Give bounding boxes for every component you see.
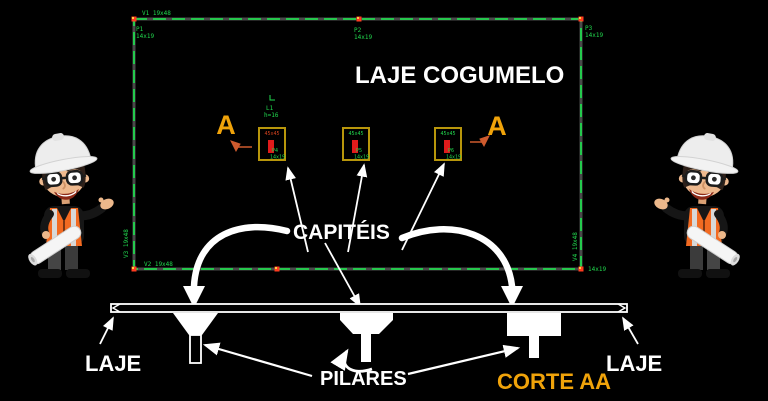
- engineer-mascot-left-illustration: [23, 127, 115, 278]
- slab-outline-dashed: [133, 18, 582, 270]
- cut-marker-right-arrow: [479, 135, 490, 148]
- curved-arrow-right: [398, 226, 516, 290]
- slab-note-l1: L1: [266, 105, 274, 112]
- cad-annotations: V1 19x48 P1 14x19 P2 14x19 P3 14x19 V3 1…: [123, 10, 606, 273]
- diagram-title: LAJE COGUMELO: [355, 62, 564, 89]
- slab-note-tick: [269, 95, 275, 101]
- slab-end-tick-left: [111, 303, 121, 313]
- laje-right-arrow: [622, 316, 639, 345]
- capital-3-size: 45x45: [440, 131, 455, 137]
- section-label: CORTE AA: [497, 369, 611, 394]
- section-column-left: [189, 334, 202, 364]
- column-1-section: [268, 140, 274, 153]
- plan-view: V1 19x48 P1 14x19 P2 14x19 P3 14x19 V3 1…: [123, 10, 606, 273]
- section-letter-right: A: [487, 111, 507, 141]
- column-3-dim: 14x19: [446, 155, 461, 161]
- capital-1-outline: [258, 127, 286, 161]
- engineer-mascot-right-illustration: [653, 127, 745, 278]
- annotation-arrows: [183, 162, 523, 308]
- column-3-name: P6: [448, 148, 454, 154]
- section-capital-right: [507, 313, 561, 336]
- curved-arrow-right-head: [501, 286, 523, 308]
- pilares-right-arrow: [407, 344, 521, 376]
- column-p1-label: P1: [136, 26, 144, 33]
- beam-bottom-label: V2 19x48: [144, 261, 173, 268]
- beam-right-label: V4 19x48: [572, 232, 579, 261]
- slab-end-tick-right: [617, 303, 627, 313]
- column-p3-label: P3: [585, 25, 593, 32]
- column-p2-dim: 14x19: [354, 34, 372, 41]
- beam-left-label: V3 19x48: [123, 229, 130, 258]
- column-2-dim: 14x19: [354, 155, 369, 161]
- section-cut-markers: [230, 135, 490, 153]
- capital-1: 45x45 P4 14x19: [258, 127, 286, 161]
- section-letter-left: A: [216, 110, 236, 140]
- curved-arrow-left: [190, 223, 291, 290]
- column-p2-label: P2: [354, 27, 362, 34]
- capital-1-size: 45x45: [264, 131, 279, 137]
- slab-section-bar: [110, 303, 628, 313]
- laje-left-arrow: [99, 316, 114, 345]
- pilares-left-arrow: [202, 342, 313, 378]
- section-capital-middle: [340, 313, 393, 334]
- beam-top-label: V1 19x48: [142, 10, 171, 17]
- section-capital-left: [173, 313, 218, 335]
- cut-marker-left-arrow: [230, 140, 241, 153]
- slab-label-right: LAJE: [606, 351, 662, 376]
- section-column-middle: [361, 334, 371, 362]
- arrow-to-capital-1: [285, 166, 309, 253]
- column-1-dim: 14x19: [270, 155, 285, 161]
- slab-note-h: h=16: [264, 112, 279, 119]
- capital-2: 45x45 P5 14x19: [342, 127, 370, 161]
- section-column-right: [529, 336, 539, 358]
- column-2-name: P5: [356, 148, 362, 154]
- columns-label: PILARES: [320, 368, 407, 390]
- slab-label-left: LAJE: [85, 351, 141, 376]
- section-view: LAJE LAJE PILARES CORTE AA: [85, 303, 662, 394]
- arrow-to-section-capital: [324, 242, 361, 308]
- column-p3-dim: 14x19: [585, 32, 603, 39]
- curved-arrow-left-head: [183, 286, 205, 308]
- capital-2-outline: [342, 127, 370, 161]
- column-2-section: [352, 140, 358, 153]
- column-3-section: [444, 140, 450, 153]
- capital-3: 45x45 P6 14x19: [434, 127, 462, 161]
- arrow-to-capital-2: [347, 163, 368, 253]
- corner-br-dim: 14x19: [588, 266, 606, 273]
- pilares-middle-hook-arrow: [330, 348, 373, 373]
- column-p1-dim: 14x19: [136, 33, 154, 40]
- capitals-label: CAPITÉIS: [293, 221, 390, 244]
- cad-node-markers: [131, 16, 584, 272]
- capital-2-size: 45x45: [348, 131, 363, 137]
- column-1-name: P4: [272, 148, 278, 154]
- capital-3-outline: [434, 127, 462, 161]
